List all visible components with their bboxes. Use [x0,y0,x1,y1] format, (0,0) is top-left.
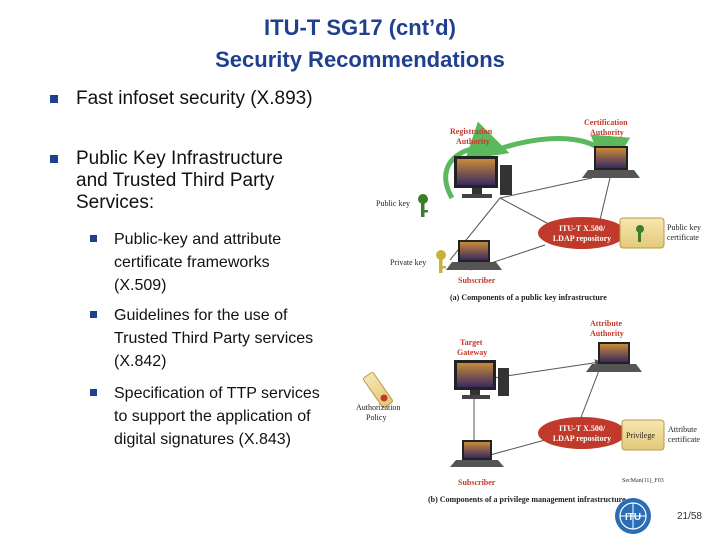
bullet-text-line-2: and Trusted Third Party [76,170,275,191]
target-gateway-label: Target [460,338,483,347]
pmi-caption: (b) Components of a privilege management… [428,495,626,504]
desktop-computer-icon [454,360,509,399]
certificate-scroll-icon [619,217,665,249]
ldap-repository [538,217,626,249]
link-line [489,439,546,456]
laptop-icon [586,342,642,372]
figure-id: SecMan(11)_F03 [622,477,664,484]
attribute-authority-label-2: Authority [590,329,624,338]
page-number: 21/58 [676,511,702,522]
itu-logo-icon: ITU [615,498,651,534]
itu-logo-text: ITU [625,512,641,523]
bullet-square-icon [50,155,58,163]
laptop-icon [450,440,504,467]
sub-bullet-line-3: (X.509) [114,277,167,294]
repository-label-2: LDAP repository [553,234,611,243]
attribute-certificate-label-2: certificate [668,435,700,444]
target-gateway-label-2: Gateway [457,348,487,357]
private-key-icon [436,250,446,273]
sub-bullet-x843: Specification of TTP services to support… [90,382,355,451]
title-line-1: ITU-T SG17 (cnt’d) [264,15,456,40]
repository-label-1: ITU-T X.500/ [559,224,606,233]
policy-scroll-icon [363,372,393,408]
bullet-square-icon [90,389,97,396]
sub-bullet-x509: Public-key and attribute certificate fra… [90,228,355,297]
bullet-text: Fast infoset security (X.893) [76,88,313,109]
desktop-computer-icon [454,156,512,198]
attribute-authority-label: Attribute [590,319,622,328]
title-line-2: Security Recommendations [215,47,505,72]
link-line [599,177,611,221]
sub-bullet-line-1: Guidelines for the use of [114,307,288,324]
pki-caption: (a) Components of a public key infrastru… [450,293,607,302]
sub-bullet-line-3: (X.842) [114,353,167,370]
subscriber-label-b: Subscriber [458,478,496,487]
registration-authority-label-2: Authority [456,137,490,146]
public-key-icon [418,194,428,217]
attribute-certificate-label: Attribute [668,425,697,434]
authorization-policy-label-2: Policy [366,413,386,422]
repository-label-1: ITU-T X.500/ [559,424,606,433]
public-key-certificate-label: Public key [667,223,701,232]
bullet-fast-infoset: Fast infoset security (X.893) [50,88,313,110]
link-line [499,177,593,199]
slide-title: ITU-T SG17 (cnt’d) Security Recommendati… [0,12,720,76]
sub-bullet-line-2: to support the application of [114,408,311,425]
laptop-icon [582,146,640,178]
sub-bullet-x842: Guidelines for the use of Trusted Third … [90,304,355,373]
certification-authority-label: Certification [584,118,628,127]
public-key-label: Public key [376,199,410,208]
registration-authority-label: Registration [450,127,493,136]
bullet-text-line-3: Services: [76,192,155,213]
authorization-policy-label: Authorization [356,403,400,412]
bullet-pki-ttp: Public Key Infrastructure and Trusted Th… [50,148,283,214]
bullet-square-icon [50,95,58,103]
private-key-label: Private key [390,258,426,267]
bullet-square-icon [90,311,97,318]
issue-arrow [495,134,631,176]
public-key-certificate-label-2: certificate [667,233,699,242]
sub-bullet-line-1: Public-key and attribute [114,231,282,248]
sub-bullet-line-2: certificate frameworks [114,254,270,271]
sub-bullet-line-1: Specification of TTP services [114,385,320,402]
certification-authority-label-2: Authority [590,128,624,137]
subscriber-label: Subscriber [458,276,496,285]
bullet-square-icon [90,235,97,242]
certificate-scroll-icon [621,419,665,451]
link-line [579,367,601,421]
sub-bullet-line-3: digital signatures (X.843) [114,431,291,448]
privilege-label: Privilege [626,431,655,440]
bullet-text-line-1: Public Key Infrastructure [76,148,283,169]
repository-label-2: LDAP repository [553,434,611,443]
ldap-repository [538,417,626,449]
sub-bullet-line-2: Trusted Third Party services [114,330,314,347]
laptop-icon [446,240,502,270]
